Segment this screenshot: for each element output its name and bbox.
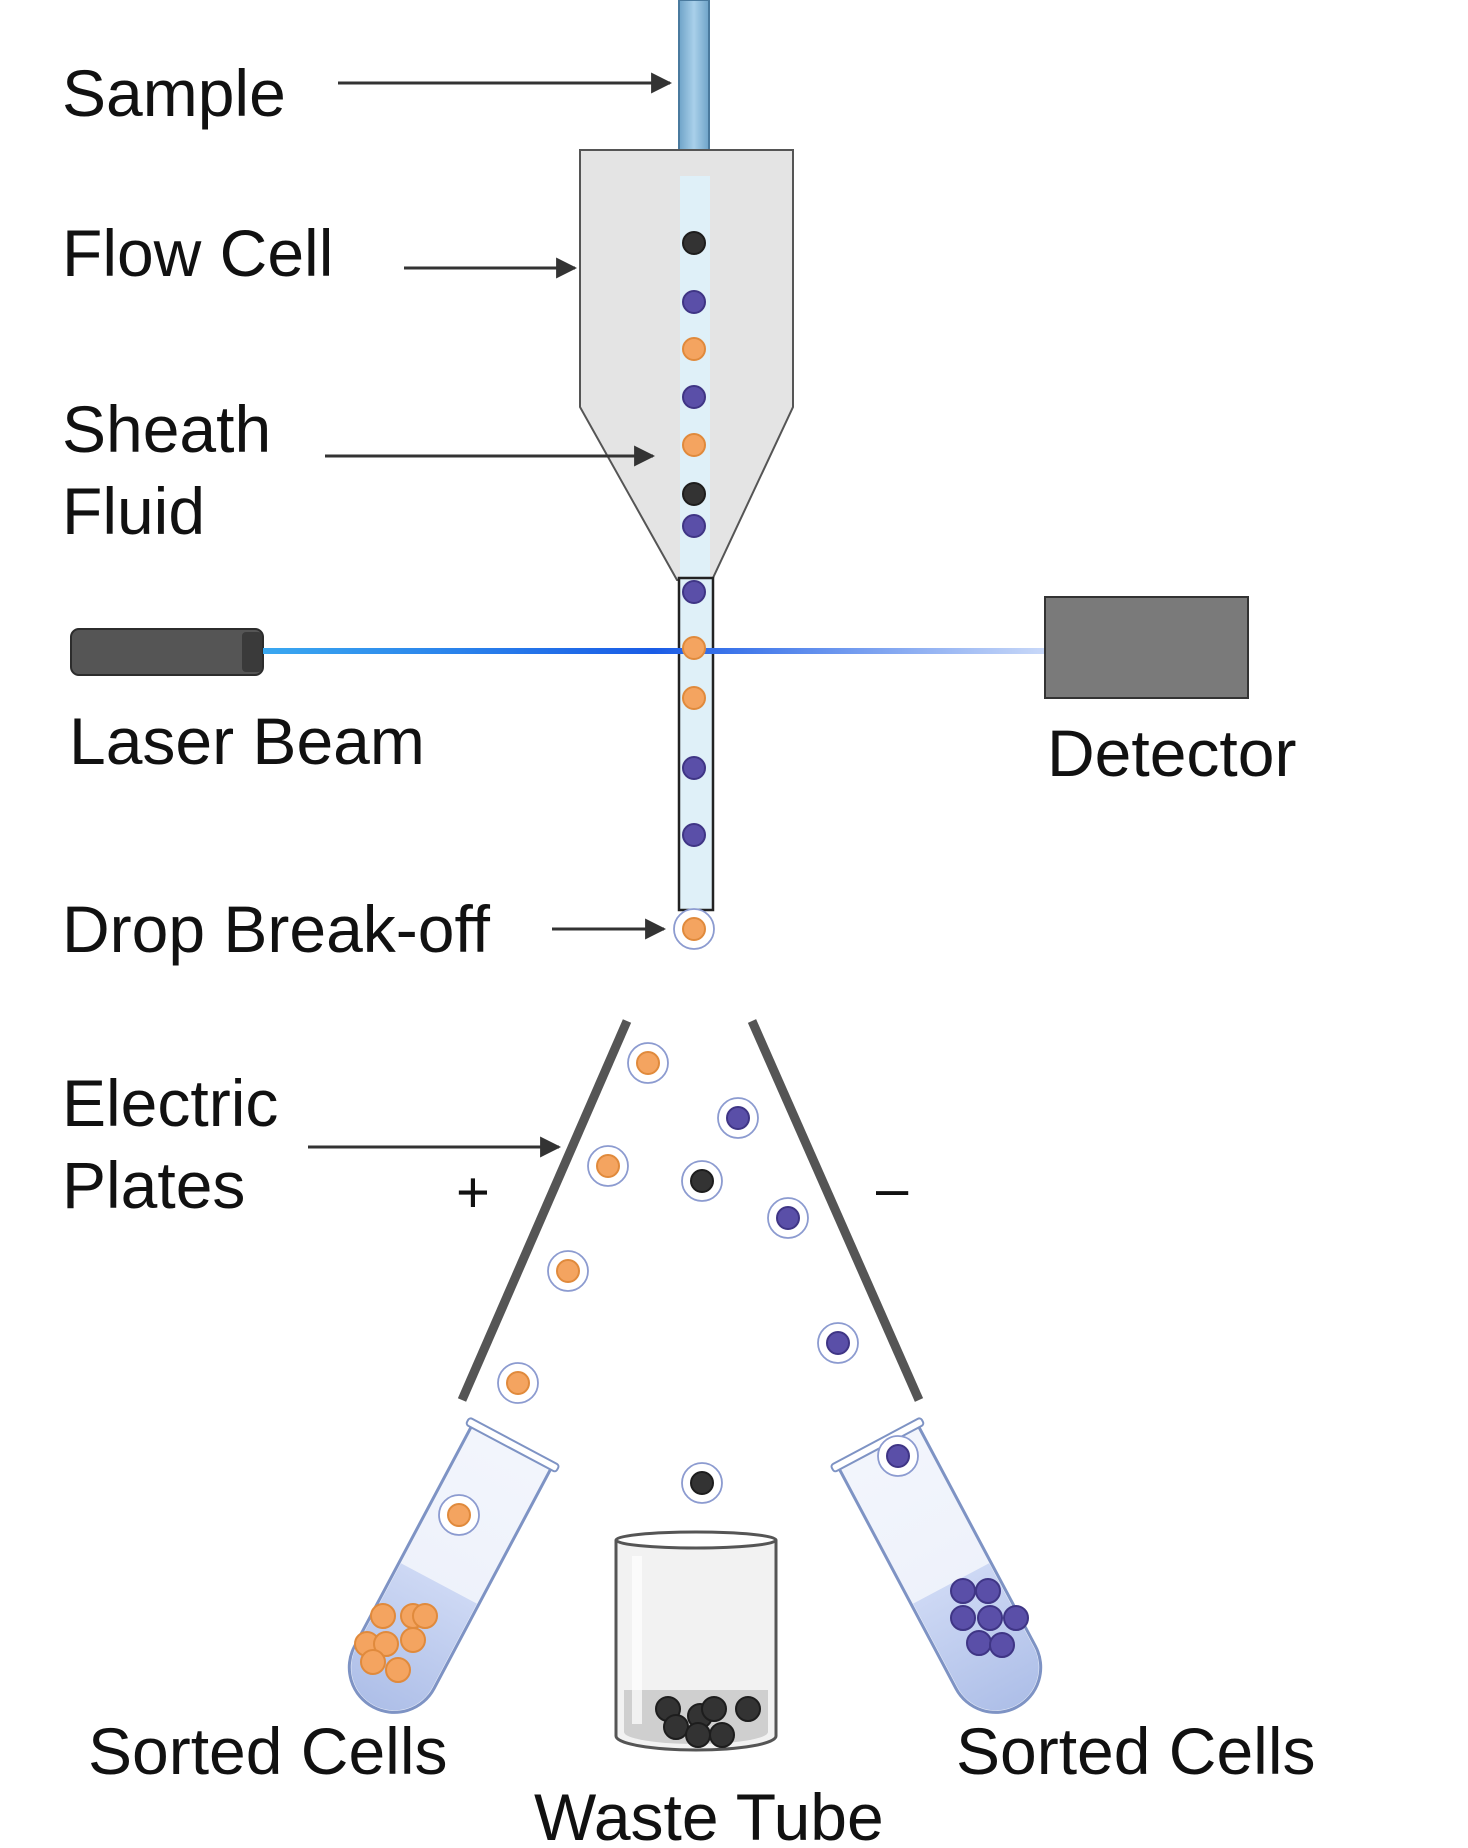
detector-box-icon: [1044, 596, 1249, 699]
waste-cell: [663, 1714, 689, 1740]
sorted-cell-left: [385, 1657, 411, 1683]
laser-beam-label: Laser Beam: [69, 704, 425, 778]
sorted-cell-left: [412, 1603, 438, 1629]
flow-cell-label: Flow Cell: [62, 216, 334, 290]
laser-beam-line: [263, 648, 1045, 654]
stream-cell: [682, 580, 706, 604]
positive-sign: +: [456, 1160, 490, 1225]
waste-cell: [735, 1696, 761, 1722]
drop-breakoff-label: Drop Break-off: [62, 892, 490, 966]
negative-sign: –: [876, 1156, 909, 1221]
waste-tube-label: Waste Tube: [534, 1780, 884, 1848]
sample-label: Sample: [62, 56, 286, 130]
falling-droplet: [547, 1250, 589, 1292]
stream-cell: [682, 482, 706, 506]
breakoff-droplet: [673, 908, 715, 950]
stream-cell: [682, 686, 706, 710]
stream-cell: [682, 231, 706, 255]
laser-device-icon: [70, 628, 264, 676]
stream-cell: [682, 337, 706, 361]
falling-droplet: [587, 1145, 629, 1187]
sorted-cells-right-label: Sorted Cells: [956, 1714, 1316, 1788]
sheath-label-line2: Fluid: [62, 474, 206, 548]
negative-plate: [747, 1019, 924, 1402]
sorted-cell-left: [400, 1627, 426, 1653]
flow-cell: [579, 149, 794, 581]
sorted-cell-left: [370, 1603, 396, 1629]
nozzle-stream: [677, 576, 715, 912]
sorted-cell-right: [975, 1578, 1001, 1604]
sorted-cell-right: [950, 1605, 976, 1631]
falling-droplet: [681, 1462, 723, 1504]
falling-droplet: [627, 1042, 669, 1084]
sorted-cells-left-label: Sorted Cells: [88, 1714, 448, 1788]
sorted-cell-right: [966, 1630, 992, 1656]
stream-cell: [682, 433, 706, 457]
waste-cell: [685, 1722, 711, 1748]
stream-cell: [682, 290, 706, 314]
stream-cell: [682, 756, 706, 780]
sheath-label-line1: Sheath: [62, 392, 272, 466]
waste-cell: [709, 1722, 735, 1748]
stream-cell: [682, 636, 706, 660]
falling-droplet: [767, 1197, 809, 1239]
positive-plate: [457, 1019, 632, 1402]
stream-cell: [682, 514, 706, 538]
waste-cell: [701, 1696, 727, 1722]
test-tube-icon-left: [347, 1417, 560, 1714]
sorted-cell-right: [1003, 1605, 1029, 1631]
cells-layer: [354, 231, 1029, 1748]
electric-label-line2: Plates: [62, 1148, 246, 1222]
sample-tube: [678, 0, 710, 177]
sorted-cell-left: [373, 1631, 399, 1657]
electric-label-line1: Electric: [62, 1066, 279, 1140]
falling-droplet: [817, 1322, 859, 1364]
falling-droplet: [438, 1494, 480, 1536]
sorted-cell-right: [950, 1578, 976, 1604]
falling-droplet: [717, 1097, 759, 1139]
test-tube-icon-right: [830, 1417, 1043, 1714]
detector-label: Detector: [1047, 716, 1297, 790]
sorted-cell-left: [360, 1649, 386, 1675]
stream-cell: [682, 823, 706, 847]
sorted-cell-right: [989, 1632, 1015, 1658]
falling-droplet: [681, 1160, 723, 1202]
stream-cell: [682, 385, 706, 409]
falling-droplet: [497, 1362, 539, 1404]
falling-droplet: [877, 1435, 919, 1477]
sorted-cell-right: [977, 1605, 1003, 1631]
